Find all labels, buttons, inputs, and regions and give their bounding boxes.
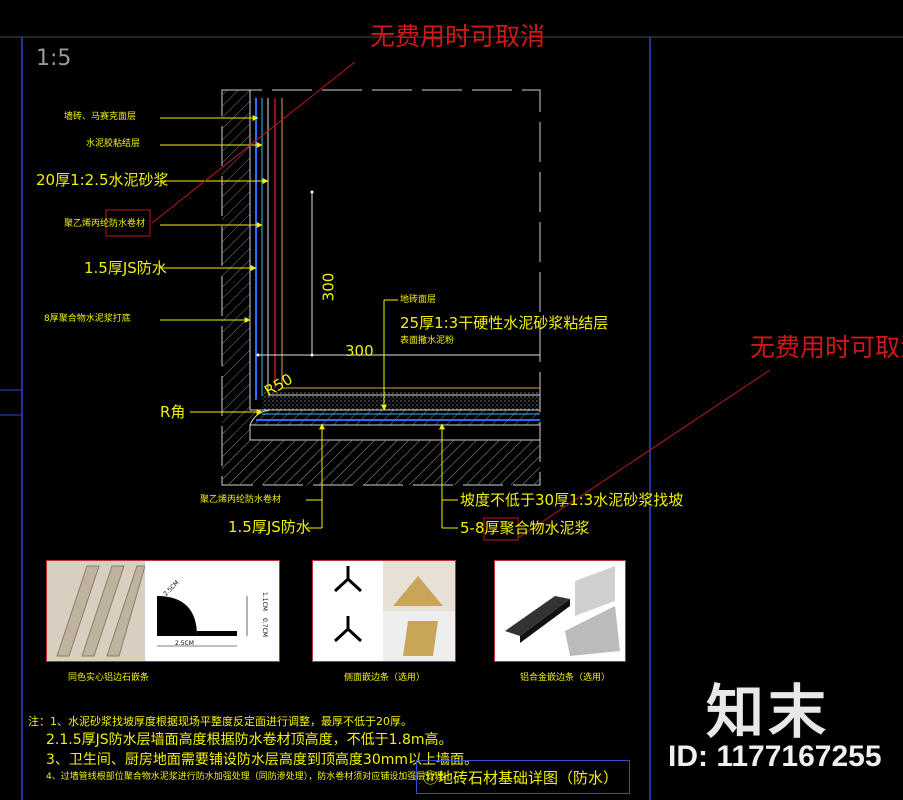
dimension-horizontal: 300 bbox=[345, 342, 374, 360]
label-polymer-paste: 5-8厚聚合物水泥浆 bbox=[460, 519, 590, 537]
label-cement-powder: 表面撒水泥粉 bbox=[400, 336, 455, 346]
profile-dim-a: 1.1CM bbox=[260, 592, 268, 611]
sheet-frame bbox=[0, 36, 903, 800]
note-4: 4、过墙管线根部位聚合物水泥浆进行防水加强处理（同防渗处理），防水卷材须对应铺设… bbox=[46, 772, 453, 782]
drawing-scale: 1:5 bbox=[36, 46, 72, 71]
photo-side-strip bbox=[312, 560, 456, 662]
label-bottom-js: 1.5厚JS防水 bbox=[228, 518, 311, 536]
r-corner-label: R角 bbox=[160, 403, 186, 421]
layer-label-js: 1.5厚JS防水 bbox=[84, 259, 167, 277]
label-dry-mortar: 25厚1:3干硬性水泥砂浆粘结层 bbox=[400, 314, 609, 332]
profile-dim-b: 0.7CM bbox=[260, 618, 268, 637]
red-annotation-lines bbox=[105, 61, 771, 541]
profile-dim-h: 2.5CM bbox=[175, 640, 194, 647]
note-2: 2.1.5厚JS防水层墙面高度根据防水卷材顶高度，不低于1.8m高。 bbox=[46, 732, 453, 748]
construction-notes: 注：1、水泥砂浆找坡厚度根据现场平整度反定面进行调整，最厚不低于20厚。 2.1… bbox=[28, 716, 478, 788]
cancel-annotation-top: 无费用时可取消 bbox=[370, 22, 546, 51]
section-wall-floor bbox=[221, 89, 541, 486]
leader-arrows bbox=[160, 115, 458, 529]
layer-label-base: 8厚聚合物水泥浆打底 bbox=[44, 314, 131, 324]
note-1: 注：1、水泥砂浆找坡厚度根据现场平整度反定面进行调整，最厚不低于20厚。 bbox=[28, 715, 412, 728]
caption-side-strip: 侧面嵌边条（选用） bbox=[344, 673, 426, 683]
cancel-annotation-right: 无费用时可取消 bbox=[750, 333, 903, 362]
layer-label-tile: 墙砖、马赛克面层 bbox=[64, 112, 137, 122]
layer-label-mortar: 20厚1:2.5水泥砂浆 bbox=[36, 171, 169, 189]
drawing-title: ⑰地砖石材基础详图（防水） bbox=[416, 760, 630, 794]
photo-aluminium-strip bbox=[494, 560, 626, 662]
note-3: 3、卫生间、厨房地面需要铺设防水层高度到顶高度30mm以上墙面。 bbox=[46, 752, 478, 768]
label-slope-mortar: 坡度不低于30厚1:3水泥砂浆找坡 bbox=[460, 491, 684, 509]
watermark-id: ID: 1177167255 bbox=[668, 740, 882, 773]
caption-aluminium-strip: 铝合金嵌边条（选用） bbox=[520, 673, 611, 683]
photo-stone-strip bbox=[46, 560, 280, 662]
layer-label-adhesive: 水泥胶粘结层 bbox=[86, 139, 141, 149]
dimension-vertical: 300 bbox=[319, 272, 338, 302]
layer-label-membrane: 聚乙烯丙纶防水卷材 bbox=[64, 219, 146, 229]
label-floor-tile: 地砖面层 bbox=[400, 295, 437, 305]
caption-stone-strip: 同色实心铝边石嵌条 bbox=[68, 673, 150, 683]
watermark-logo: 知末 bbox=[706, 678, 831, 746]
label-bottom-membrane: 聚乙烯丙纶防水卷材 bbox=[200, 495, 282, 505]
